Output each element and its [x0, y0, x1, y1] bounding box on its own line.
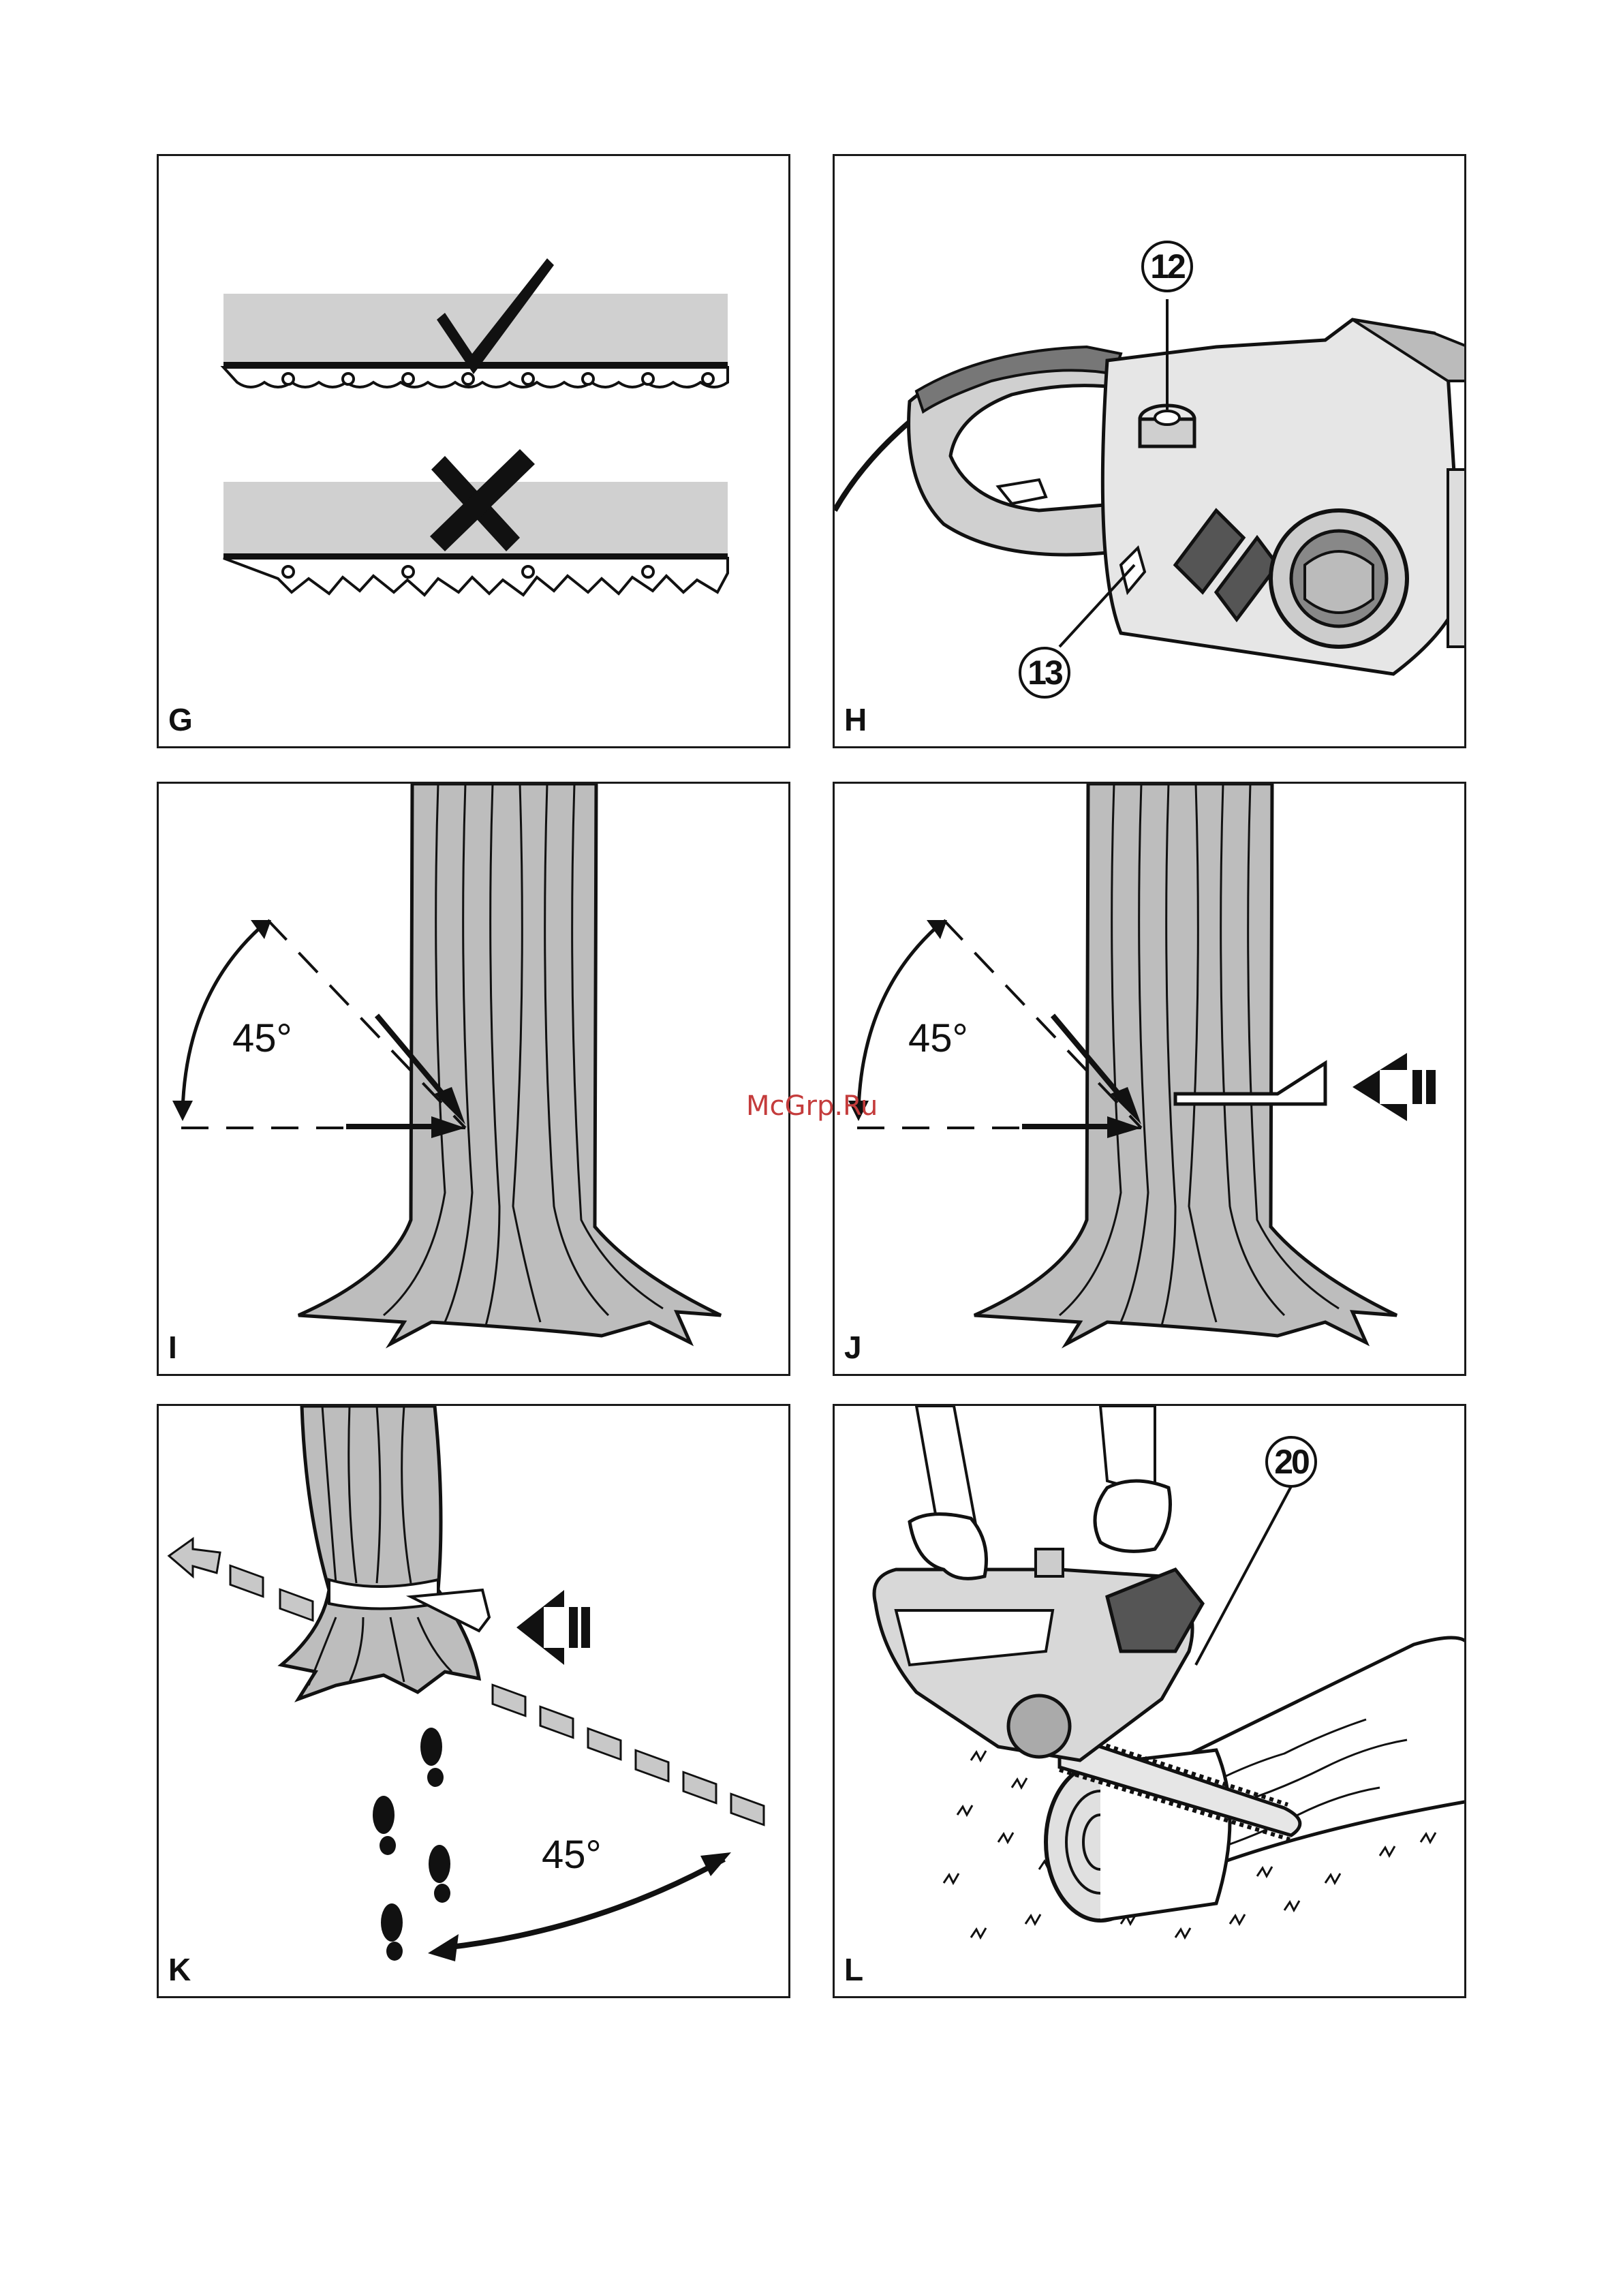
watermark: McGrp.Ru [746, 1090, 878, 1122]
angle-label: 45° [908, 1015, 968, 1061]
panel-k: 45° K [157, 1404, 790, 1998]
push-arrow [516, 1590, 564, 1665]
callout-oil-cap: 12 [1141, 241, 1193, 292]
oil-tank-cap [1036, 1549, 1063, 1576]
tree-trunk [974, 784, 1397, 1344]
panel-l: 20 L [833, 1404, 1466, 1998]
panel-g: G [157, 154, 790, 748]
panel-j: 45° J [833, 782, 1466, 1376]
felling-notch-illustration [159, 784, 790, 1376]
panel-i: 45° I [157, 782, 790, 1376]
panel-letter: G [168, 701, 193, 738]
tree-trunk [298, 784, 721, 1344]
angle-arc-arrow-bottom [172, 1101, 193, 1121]
callout-oil-window: 13 [1019, 647, 1070, 699]
angle-arrow-right [700, 1852, 731, 1876]
panel-letter: L [844, 1951, 863, 1988]
chain-links-incorrect [223, 558, 728, 595]
right-glove [1095, 1481, 1171, 1551]
motor-housing [1102, 320, 1462, 674]
footprints [373, 1728, 450, 1961]
callout-hand-guard: 20 [1265, 1436, 1317, 1488]
chain-comparison-illustration [159, 156, 790, 748]
angle-label: 45° [232, 1015, 292, 1061]
panel-letter: J [844, 1329, 862, 1366]
cutting-log-illustration [835, 1406, 1466, 1998]
angle-arc-arrow-top [927, 920, 947, 939]
retreat-path-illustration [159, 1406, 790, 1998]
panel-h: 12 13 H [833, 154, 1466, 748]
angle-arc-arrow-top [251, 920, 271, 939]
panel-letter: K [168, 1951, 191, 1988]
trigger [998, 480, 1046, 504]
panel-letter: H [844, 701, 867, 738]
angle-arrow-left [428, 1934, 459, 1961]
felling-back-cut-illustration [835, 784, 1466, 1376]
angle-label: 45° [542, 1832, 602, 1878]
chainsaw-oil-cap-illustration [835, 156, 1466, 748]
panel-letter: I [168, 1329, 177, 1366]
escape-path [169, 1539, 790, 1854]
push-arrow [1352, 1053, 1407, 1121]
tension-knob [1008, 1696, 1070, 1757]
